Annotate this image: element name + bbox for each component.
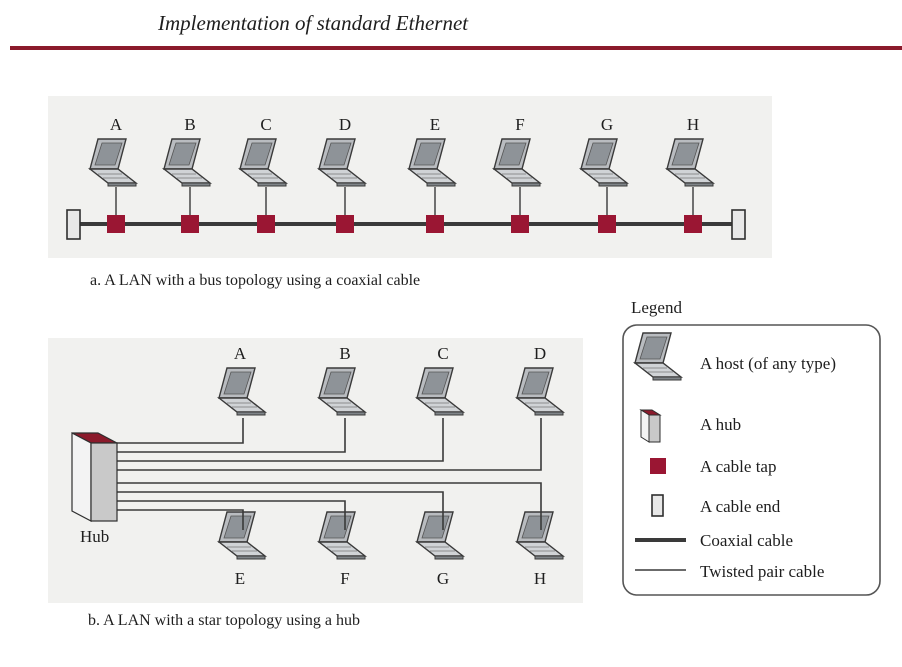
cable-tap: [511, 215, 529, 233]
star-host-label-g: G: [437, 569, 449, 588]
cable-end-icon: [651, 494, 664, 517]
legend-coax-label: Coaxial cable: [700, 531, 793, 550]
hub-icon: [71, 432, 118, 522]
cable-tap: [684, 215, 702, 233]
legend-box: [622, 324, 881, 596]
hub-icon: [639, 409, 662, 443]
bus-host-label-c: C: [260, 115, 271, 134]
star-host-label-e: E: [235, 569, 245, 588]
star-host-label-b: B: [339, 344, 350, 363]
bus-caption: a. A LAN with a bus topology using a coa…: [90, 272, 420, 289]
page-title: Implementation of standard Ethernet: [157, 11, 469, 35]
cable-tap: [257, 215, 275, 233]
star-host-label-h: H: [534, 569, 546, 588]
cable-tap: [598, 215, 616, 233]
hub-label: Hub: [80, 527, 109, 546]
legend-twisted-label: Twisted pair cable: [700, 562, 824, 581]
bus-drop-lines: [115, 187, 694, 216]
star-host-label-f: F: [340, 569, 349, 588]
cable-tap: [181, 215, 199, 233]
star-bottom-labels: E F G H: [235, 569, 546, 588]
star-top-labels: A B C D: [234, 344, 546, 363]
cable-end-left: [66, 209, 81, 240]
bus-host-label-f: F: [515, 115, 524, 134]
legend-host-label: A host (of any type): [700, 354, 836, 373]
bus-host-label-g: G: [601, 115, 613, 134]
cable-tap-icon: [650, 458, 666, 474]
bus-host-labels: A B C D E F G H: [110, 115, 699, 134]
bus-panel: [48, 96, 772, 258]
title-rule: [10, 46, 902, 50]
star-host-label-d: D: [534, 344, 546, 363]
star-host-label-c: C: [437, 344, 448, 363]
bus-host-label-b: B: [184, 115, 195, 134]
legend-end-label: A cable end: [700, 497, 781, 516]
legend-hub-label: A hub: [700, 415, 741, 434]
star-host-label-a: A: [234, 344, 247, 363]
cable-tap: [336, 215, 354, 233]
bus-host-label-a: A: [110, 115, 123, 134]
bus-host-label-h: H: [687, 115, 699, 134]
twisted-pair-cables: [117, 418, 542, 530]
bus-host-label-e: E: [430, 115, 440, 134]
bus-host-label-d: D: [339, 115, 351, 134]
cable-end-right: [731, 209, 746, 240]
cable-taps: [107, 215, 702, 233]
star-caption: b. A LAN with a star topology using a hu…: [88, 612, 360, 629]
cable-tap: [426, 215, 444, 233]
legend-title: Legend: [631, 298, 682, 317]
legend-tap-label: A cable tap: [700, 457, 776, 476]
cable-tap: [107, 215, 125, 233]
